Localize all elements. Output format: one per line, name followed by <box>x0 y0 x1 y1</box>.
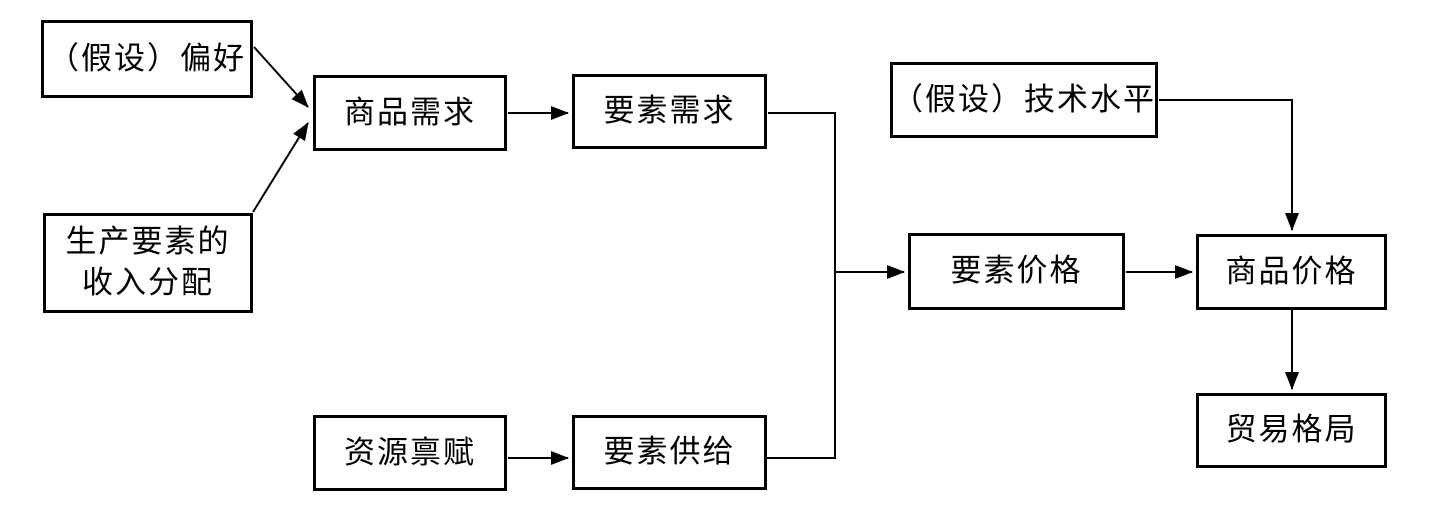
edge-income-distribution-to-goods-demand <box>252 122 309 213</box>
node-goods-price-label: 商品价格 <box>1225 253 1358 289</box>
edge-factor-demand-supply-junction <box>767 112 836 459</box>
node-factor-supply: 要素供给 <box>572 415 767 490</box>
node-tech-level: （假设）技术水平 <box>890 62 1158 138</box>
node-income-distribution: 生产要素的 收入分配 <box>43 213 253 313</box>
node-resource-endowment-label: 资源禀赋 <box>344 434 476 470</box>
node-preferences-label: （假设）偏好 <box>48 40 246 76</box>
node-trade-pattern: 贸易格局 <box>1196 393 1387 468</box>
node-tech-level-label: （假设）技术水平 <box>892 81 1156 117</box>
node-income-distribution-label-line1: 生产要素的 <box>65 224 231 260</box>
node-resource-endowment: 资源禀赋 <box>313 415 507 491</box>
node-factor-price-label: 要素价格 <box>950 253 1083 289</box>
node-goods-price: 商品价格 <box>1196 234 1387 310</box>
node-factor-demand: 要素需求 <box>572 74 767 149</box>
node-trade-pattern-label: 贸易格局 <box>1225 412 1358 448</box>
node-goods-demand-label: 商品需求 <box>344 94 476 130</box>
node-factor-demand-label: 要素需求 <box>603 93 736 129</box>
node-factor-supply-label: 要素供给 <box>603 434 736 470</box>
node-goods-demand: 商品需求 <box>313 75 507 151</box>
edge-tech-level-elbow <box>1159 99 1293 230</box>
edge-preferences-to-goods-demand <box>253 46 309 108</box>
node-preferences: （假设）偏好 <box>41 20 253 98</box>
node-factor-price: 要素价格 <box>908 233 1125 310</box>
node-income-distribution-label-line2: 收入分配 <box>82 265 214 300</box>
